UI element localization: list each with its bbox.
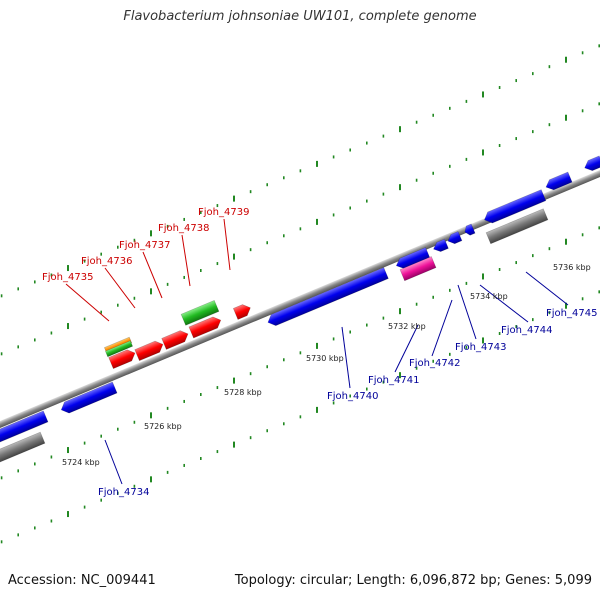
gene-label-fjoh-4737[interactable]: Fjoh_4737 — [119, 240, 170, 251]
kbp-label-5726: 5726 kbp — [144, 422, 182, 431]
gene-fjoh-4739[interactable] — [232, 302, 252, 320]
gene-fjoh-4740[interactable] — [266, 267, 389, 327]
kbp-label-5730: 5730 kbp — [306, 354, 344, 363]
gene-label-fjoh-4745[interactable]: Fjoh_4745 — [546, 308, 597, 319]
leader-line-10 — [479, 284, 529, 323]
gene-fjoh-4738[interactable] — [188, 315, 223, 339]
leader-line-6 — [341, 326, 351, 389]
leader-line-3 — [181, 234, 191, 287]
leader-line-4 — [223, 218, 231, 271]
gene-fjoh-4737[interactable] — [161, 328, 191, 350]
kbp-label-5724: 5724 kbp — [62, 458, 100, 467]
tick-row-0 — [0, 44, 600, 298]
feature-gray-2[interactable] — [485, 208, 549, 245]
kbp-label-5734: 5734 kbp — [470, 292, 508, 301]
genome-backbone — [0, 141, 600, 457]
kbp-label-5736: 5736 kbp — [553, 263, 591, 272]
gene-fjoh-4745[interactable] — [544, 171, 573, 192]
rna-green-2[interactable] — [180, 299, 220, 326]
gene-fjoh-4740-shape — [267, 267, 389, 326]
leader-line-1 — [104, 267, 136, 309]
leader-line-9 — [457, 284, 477, 340]
gene-fjoh-4741-shape — [395, 247, 431, 269]
gene-label-fjoh-4739[interactable]: Fjoh_4739 — [198, 207, 249, 218]
gene-fjoh-4735[interactable] — [108, 347, 138, 369]
gene-fjoh-4743[interactable] — [446, 231, 463, 245]
tick-marks — [0, 44, 600, 544]
gene-fjoh-4736-shape — [134, 340, 164, 362]
backbone-line — [0, 141, 600, 457]
kbp-label-5732: 5732 kbp — [388, 322, 426, 331]
gene-fjoh-4734[interactable] — [59, 381, 118, 415]
gene-label-fjoh-4735[interactable]: Fjoh_4735 — [42, 272, 93, 283]
gene-fjoh-4735-shape — [108, 349, 136, 369]
leader-line-11 — [525, 271, 569, 306]
leader-line-7 — [394, 324, 419, 373]
gene-label-fjoh-4738[interactable]: Fjoh_4738 — [158, 223, 209, 234]
gene-fjoh-4733[interactable] — [0, 410, 49, 445]
gene-label-fjoh-4736[interactable]: Fjoh_4736 — [81, 256, 132, 267]
leader-line-2 — [142, 251, 163, 299]
gene-label-fjoh-4744[interactable]: Fjoh_4744 — [501, 325, 552, 336]
gene-fjoh-4742[interactable] — [432, 238, 449, 254]
feature-gray-1-shape — [0, 431, 46, 468]
rna-green-1[interactable] — [104, 340, 134, 358]
rna-green-2-shape — [180, 299, 220, 326]
gene-fjoh-4733-shape — [0, 410, 49, 444]
gene-fjoh-4743-shape — [447, 231, 463, 245]
gene-fjoh-4742-shape — [433, 238, 449, 252]
genome-summary-text: Topology: circular; Length: 6,096,872 bp… — [234, 573, 592, 588]
gene-label-fjoh-4742[interactable]: Fjoh_4742 — [409, 358, 460, 369]
accession-text: Accession: NC_009441 — [8, 573, 156, 588]
gene-fjoh-4739-shape — [232, 304, 251, 320]
gene-fjoh-4744[interactable] — [482, 189, 547, 226]
tick-row-1 — [0, 102, 600, 356]
tick-row-2 — [0, 226, 600, 480]
feature-layer — [0, 155, 600, 468]
rna-green-1-shape — [104, 340, 134, 358]
gene-fjoh-4738-shape — [188, 316, 222, 339]
gene-fjoh-4746-shape — [584, 155, 600, 171]
gene-label-fjoh-4740[interactable]: Fjoh_4740 — [327, 391, 378, 402]
tick-row-3 — [0, 290, 600, 544]
leader-line-5 — [104, 439, 123, 485]
leader-line-0 — [65, 283, 110, 322]
gene-label-fjoh-4734[interactable]: Fjoh_4734 — [98, 487, 149, 498]
feature-gray-2-shape — [485, 208, 549, 245]
gene-label-fjoh-4743[interactable]: Fjoh_4743 — [455, 342, 506, 353]
kbp-label-5728: 5728 kbp — [224, 388, 262, 397]
gene-fjoh-4734-shape — [60, 381, 118, 414]
gene-fjoh-4744-shape — [484, 189, 547, 224]
label-leader-lines — [65, 218, 569, 485]
gene-fjoh-4746[interactable] — [583, 155, 600, 173]
gene-fjoh-4745-shape — [545, 171, 573, 191]
feature-pink-1-shape — [399, 256, 437, 282]
gene-labels: Fjoh_4735 Fjoh_4736 Fjoh_4737 Fjoh_4738 … — [42, 207, 597, 498]
feature-gray-1[interactable] — [0, 431, 46, 468]
leader-line-8 — [431, 299, 453, 357]
position-labels: 5724 kbp 5726 kbp 5728 kbp 5730 kbp 5732… — [62, 263, 591, 467]
gene-fjoh-4743b[interactable] — [463, 223, 476, 237]
gene-fjoh-4736[interactable] — [134, 339, 165, 362]
gene-label-fjoh-4741[interactable]: Fjoh_4741 — [368, 375, 419, 386]
gene-fjoh-4743b-shape — [464, 223, 476, 236]
gene-fjoh-4737-shape — [161, 330, 189, 350]
map-title: Flavobacterium johnsoniae UW101, complet… — [123, 9, 477, 24]
feature-pink-1[interactable] — [399, 256, 437, 282]
gene-fjoh-4741[interactable] — [394, 247, 431, 271]
